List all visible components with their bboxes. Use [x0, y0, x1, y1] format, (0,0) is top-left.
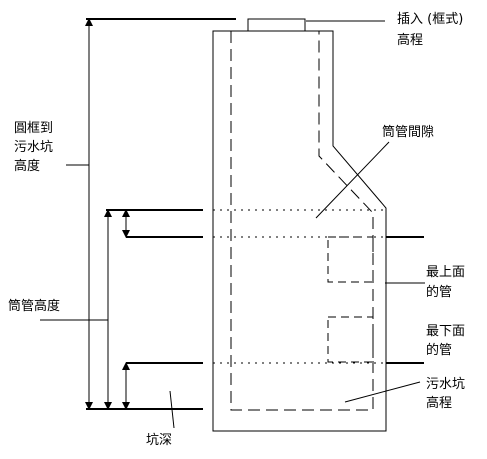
inner-liner: [230, 31, 374, 411]
label-top-pipe: 最上面 的管: [426, 265, 469, 300]
label-pipe-spacing: 筒管間隙: [382, 124, 434, 140]
label-frame-to-pit-height: 圓框到 污水坑 高度: [14, 121, 57, 174]
label-bottom-pipe: 最下面 的管: [426, 324, 469, 358]
label-insert-level: 插入 (框式) 高程: [397, 12, 467, 48]
leader-pipe-spacing: [315, 141, 390, 219]
label-pit-depth: 坑深: [146, 433, 172, 448]
leader-pit-level: [344, 381, 421, 403]
bottom-pipe-box: [327, 316, 374, 363]
top-pipe-box: [327, 236, 374, 283]
leader-pit-depth: [169, 390, 175, 429]
label-pit-level: 污水坑 高程: [426, 377, 469, 411]
pit-outline: [212, 30, 387, 432]
insert-frame: [247, 18, 306, 32]
label-pipe-height: 筒管高度: [8, 298, 60, 314]
